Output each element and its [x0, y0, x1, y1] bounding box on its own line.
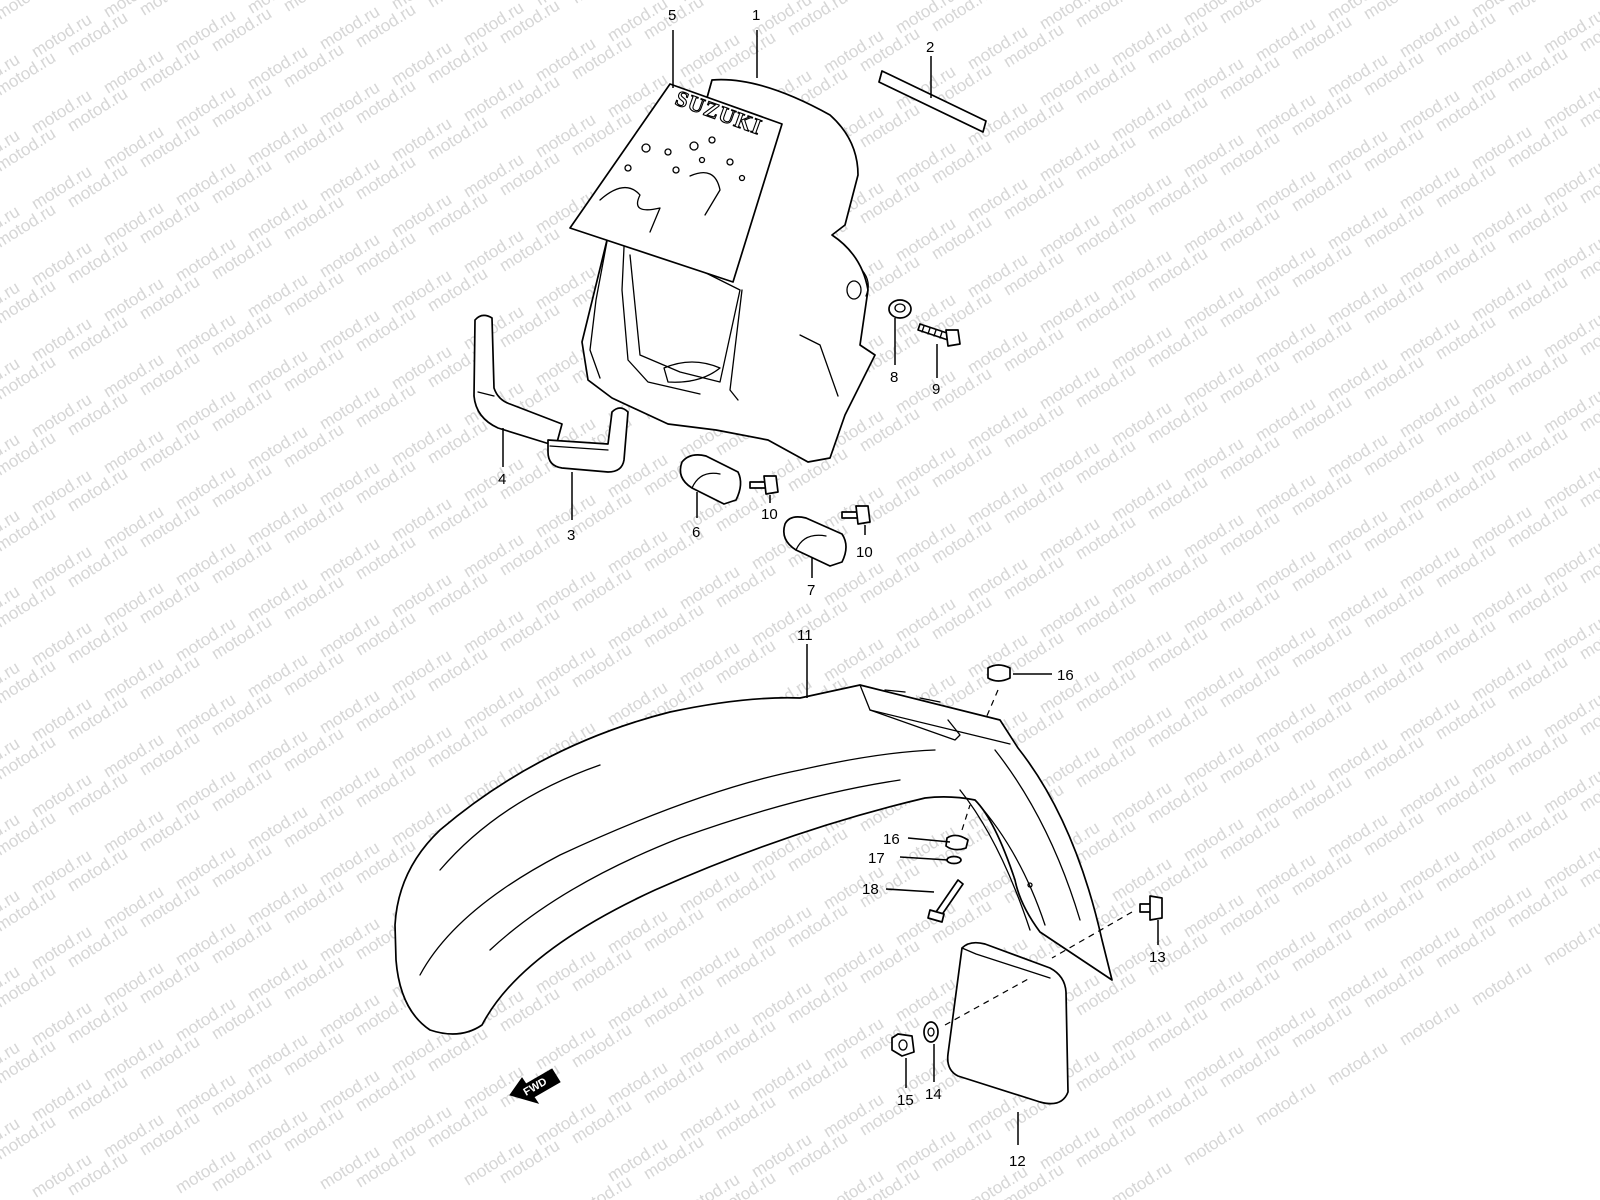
signal-mount-right: [782, 516, 847, 567]
callout-3: 3: [567, 527, 575, 544]
trim-strip: [878, 70, 987, 133]
callout-7: 7: [807, 582, 815, 599]
callout-10a: 10: [761, 506, 778, 523]
callout-4: 4: [498, 471, 506, 488]
assembly-lines: [944, 689, 1133, 1026]
clip-16-mid: [945, 834, 969, 851]
callout-16a: 16: [1057, 667, 1074, 684]
callout-labels: 1 2 3 4 5 6 7 8 9 10 10 11 12 13 14 15 1…: [498, 7, 1166, 1170]
callout-13: 13: [1149, 949, 1166, 966]
bolt-13: [1139, 895, 1163, 921]
cowl-decal: SUZUKI: [569, 83, 783, 283]
brace-pad: [547, 407, 629, 473]
callout-15: 15: [897, 1092, 914, 1109]
callout-11: 11: [797, 627, 813, 644]
callout-5: 5: [668, 7, 676, 24]
callout-9: 9: [932, 381, 940, 398]
callout-8: 8: [890, 369, 898, 386]
bolt-a: [749, 475, 779, 495]
washer-17: [946, 855, 962, 865]
leader-lines: [502, 30, 1159, 1145]
callout-1: 1: [752, 7, 760, 24]
front-fender: [394, 684, 1113, 1035]
washer-14: [923, 1021, 939, 1043]
brace-tube: [473, 314, 563, 447]
nut-15: [891, 1033, 915, 1057]
callout-6: 6: [692, 524, 700, 541]
callout-18: 18: [862, 881, 879, 898]
callout-17: 17: [868, 850, 885, 867]
grommet: [888, 299, 912, 319]
callout-2: 2: [926, 39, 934, 56]
signal-mount-left: [679, 454, 742, 505]
callout-16b: 16: [883, 831, 900, 848]
clip-16-top: [987, 664, 1011, 682]
screw: [917, 323, 961, 347]
bolt-b: [841, 505, 871, 525]
callout-10b: 10: [856, 544, 873, 561]
callout-12: 12: [1009, 1153, 1026, 1170]
screw-18: [927, 879, 964, 923]
callout-14: 14: [925, 1086, 942, 1103]
mud-flap: [946, 941, 1069, 1105]
